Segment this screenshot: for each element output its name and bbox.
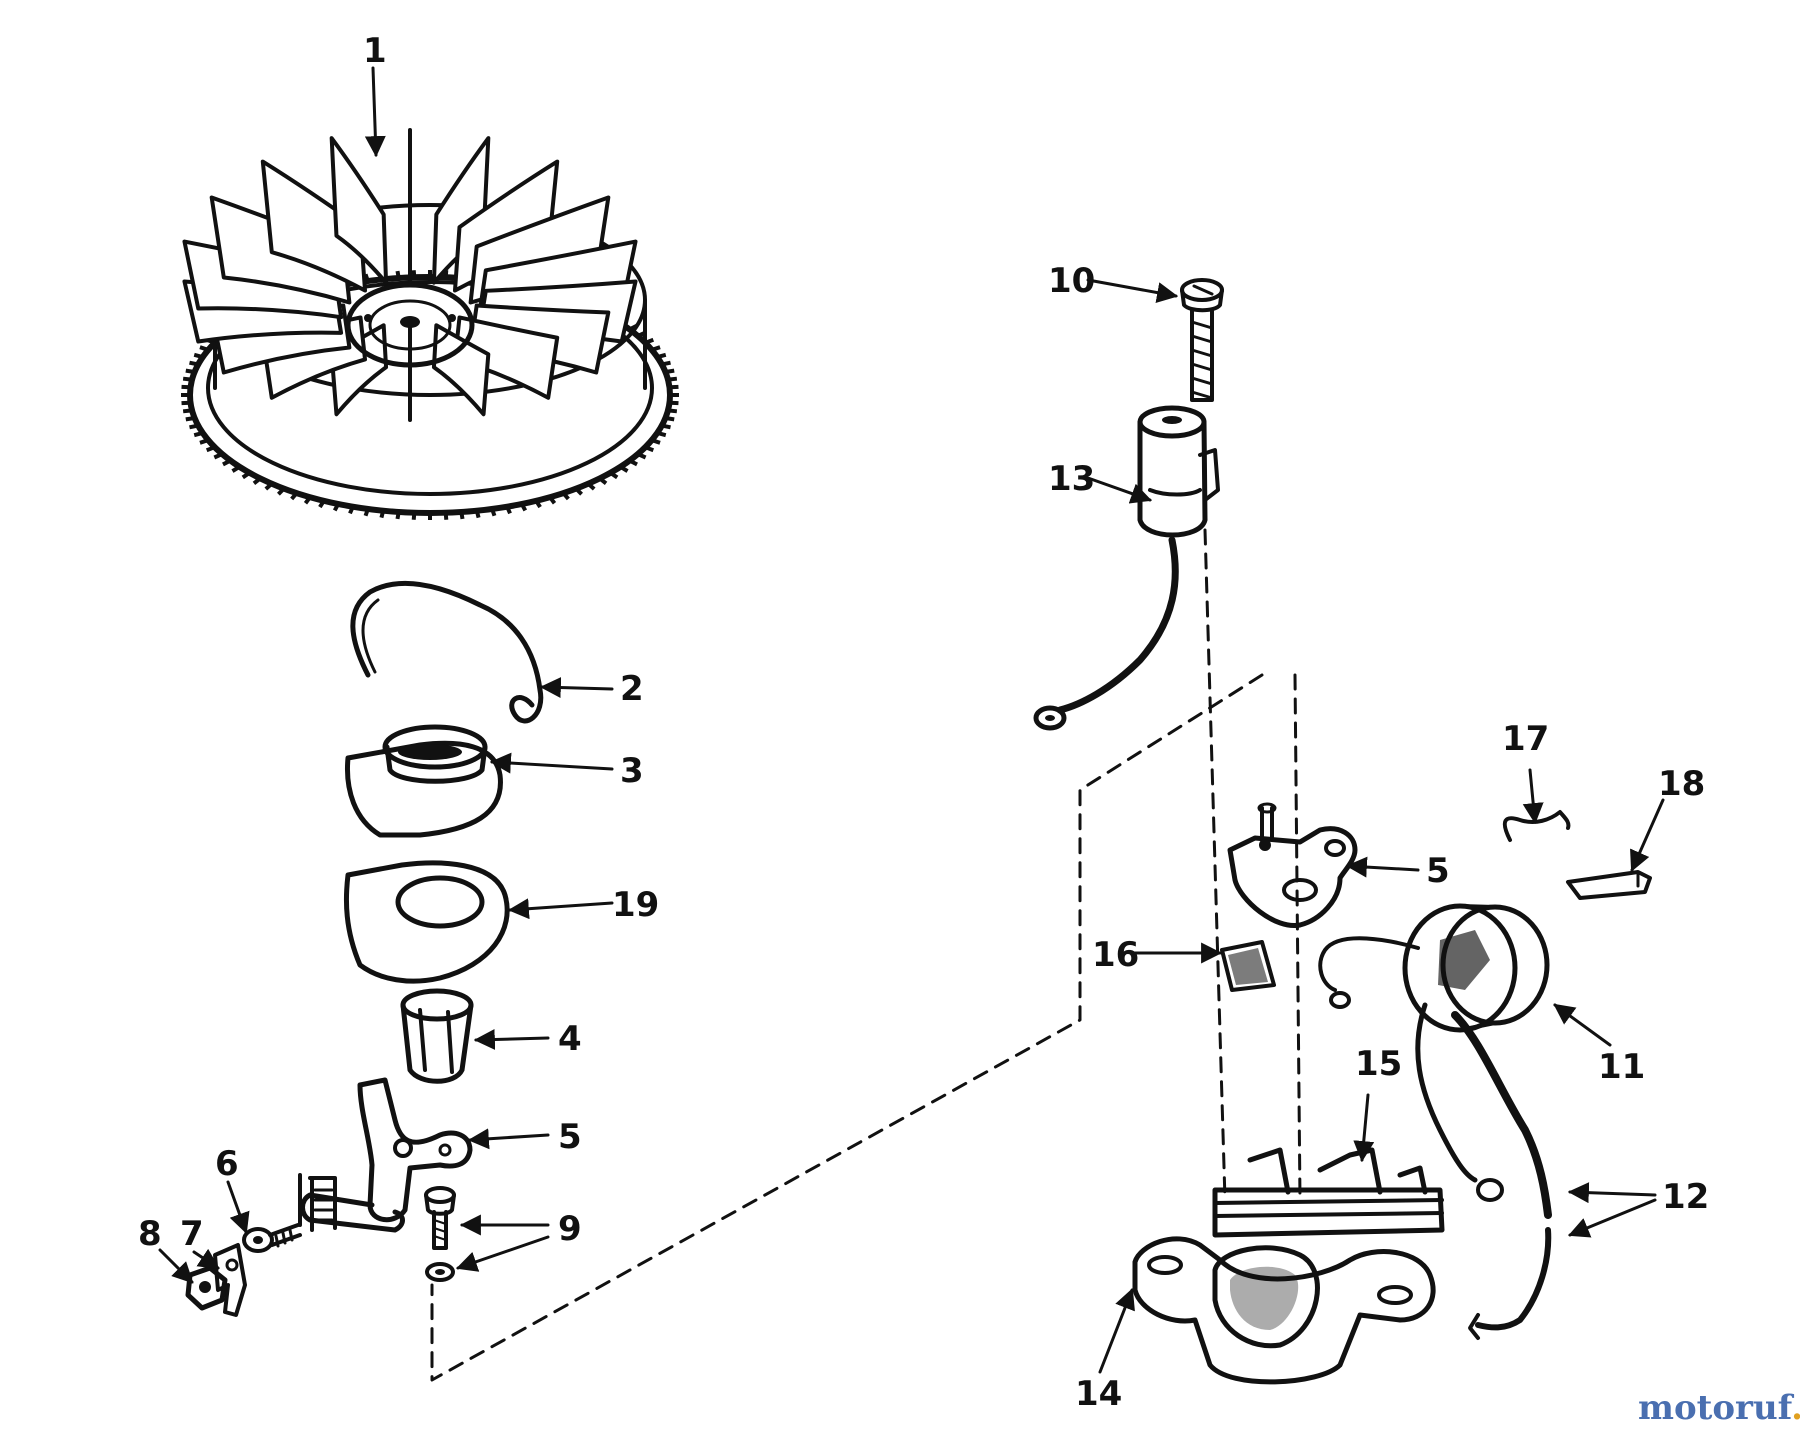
- spring-wire-part: [1502, 810, 1571, 842]
- part-label-9: 9: [558, 1209, 582, 1249]
- part-label-4: 4: [558, 1019, 582, 1059]
- part-label-19: 19: [612, 885, 659, 925]
- condenser-screw-part: [1180, 278, 1224, 402]
- part-label-2: 2: [620, 669, 644, 709]
- breaker-cam-part: [344, 724, 503, 838]
- part-number-labels: 1 2 3 19 4 5 6 7 8 9 10 13 5 16 17 18 11…: [138, 31, 1709, 1414]
- cooling-fin: [431, 136, 491, 285]
- felt-pad-part: [1220, 940, 1276, 992]
- flywheel-part: [181, 128, 679, 520]
- cooling-fin: [329, 136, 389, 285]
- part-label-12: 12: [1662, 1177, 1709, 1217]
- part-label-13: 13: [1048, 459, 1095, 499]
- part-label-15: 15: [1355, 1044, 1402, 1084]
- watermark-main: motoruf: [1638, 1388, 1792, 1428]
- breaker-plate-part: [1227, 802, 1358, 928]
- part-label-14: 14: [1075, 1374, 1122, 1414]
- part-label-6: 6: [215, 1144, 239, 1184]
- part-label-7: 7: [180, 1214, 204, 1254]
- alignment-dashed-lines: [430, 528, 1302, 1382]
- part-label-10: 10: [1048, 261, 1095, 301]
- watermark-logo: motoruf.de: [1638, 1388, 1800, 1428]
- breaker-arm-part: [298, 1077, 473, 1233]
- washer-part: [242, 1223, 302, 1253]
- plate-washer-part: [343, 860, 510, 984]
- condenser-part: [1033, 405, 1220, 731]
- part-label-1: 1: [363, 31, 387, 71]
- screw-and-washer-part: [424, 1186, 456, 1282]
- ignition-coil-part: [1318, 903, 1552, 1340]
- bushing-part: [400, 988, 474, 1084]
- spring-clip-part: [350, 580, 544, 724]
- part-label-3: 3: [620, 751, 644, 791]
- part-label-11: 11: [1598, 1047, 1645, 1087]
- watermark-dot: .: [1791, 1388, 1800, 1428]
- part-label-5-left: 5: [558, 1117, 582, 1157]
- part-label-18: 18: [1658, 764, 1705, 804]
- part-label-8: 8: [138, 1214, 162, 1254]
- part-label-16: 16: [1092, 935, 1139, 975]
- part-label-5-right: 5: [1426, 851, 1450, 891]
- small-clip-part: [1566, 870, 1652, 900]
- callout-arrows: [158, 66, 1665, 1374]
- terminal-clip-part: [213, 1243, 247, 1317]
- part-label-17: 17: [1502, 719, 1549, 759]
- armature-bracket-part: [1132, 1147, 1445, 1385]
